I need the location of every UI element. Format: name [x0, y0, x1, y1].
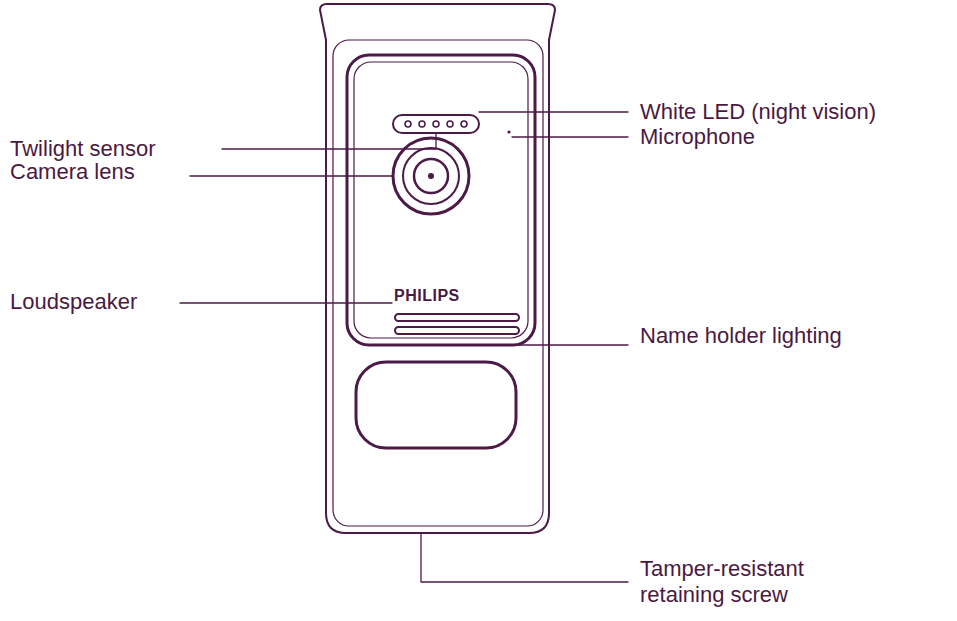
front-panel-inner — [354, 62, 528, 338]
leader-line — [421, 533, 628, 582]
part-label: Name holder lighting — [640, 323, 842, 349]
part-label: Microphone — [640, 124, 755, 150]
led-strip — [393, 115, 479, 133]
leader-line — [222, 133, 436, 149]
part-label: Twilight sensor — [10, 136, 156, 162]
leader-line — [440, 344, 628, 345]
housing-inner-edge — [333, 40, 543, 526]
speaker-slot — [395, 314, 519, 321]
led — [461, 121, 467, 127]
leader-line — [512, 136, 628, 137]
speaker-slot — [395, 327, 519, 334]
part-label: Tamper-resistant retaining screw — [640, 556, 850, 608]
led — [405, 121, 411, 127]
leader-line — [180, 302, 392, 303]
leader-line — [190, 175, 392, 176]
part-label: White LED (night vision) — [640, 99, 876, 125]
led — [447, 121, 453, 127]
housing-outline — [320, 4, 555, 533]
part-label: Camera lens — [10, 159, 135, 185]
leader-line — [479, 111, 628, 112]
microphone-hole — [507, 130, 510, 133]
twilight-sensor — [433, 121, 439, 127]
brand-logo: PHILIPS — [394, 287, 460, 305]
front-panel — [347, 55, 535, 345]
part-label: Loudspeaker — [10, 289, 137, 315]
lens-center — [428, 173, 434, 179]
call-button — [356, 362, 516, 448]
lens-inner — [414, 159, 448, 193]
led — [419, 121, 425, 127]
lens-ring — [403, 148, 459, 204]
